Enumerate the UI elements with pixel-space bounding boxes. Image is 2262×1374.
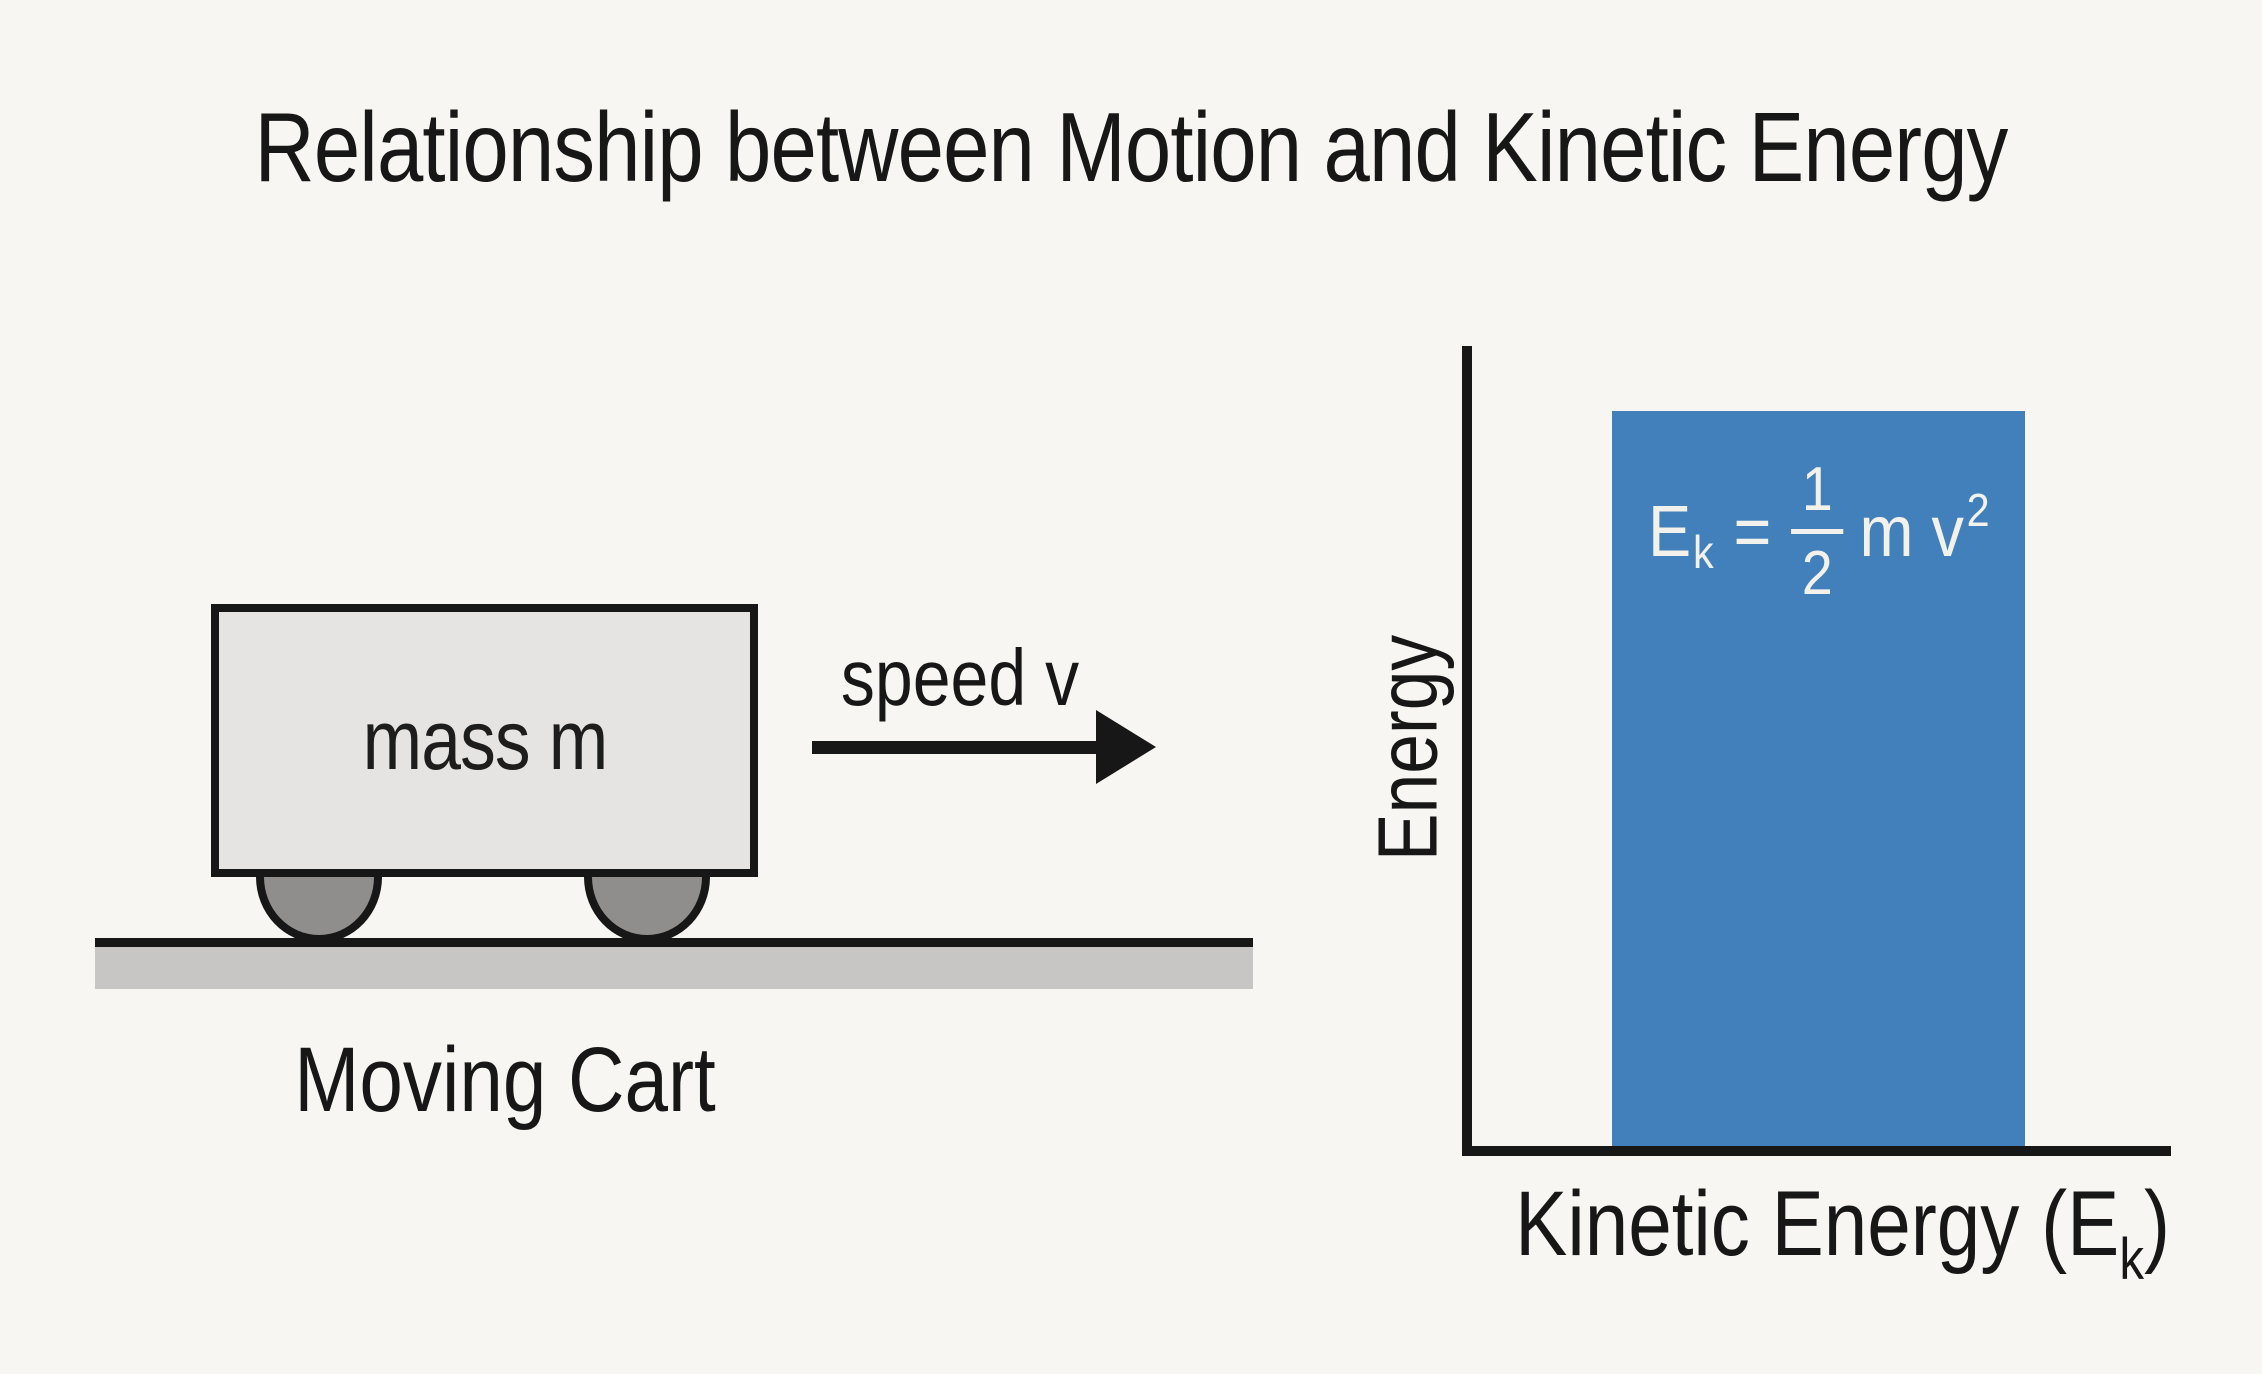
velocity-arrow-shaft [812, 741, 1104, 754]
cart-mass-label: mass m [362, 693, 608, 787]
ground-line [95, 938, 1253, 947]
velocity-arrow-head-icon [1096, 710, 1156, 784]
formula-energy-symbol: E [1647, 491, 1691, 572]
cart-wheel-left [256, 877, 382, 943]
speed-label: speed v [840, 633, 1080, 722]
formula-energy-subscript: k [1692, 525, 1714, 578]
fraction-numerator: 1 [1801, 455, 1833, 524]
kinetic-energy-formula: E k = 1 2 m v 2 [1648, 457, 1990, 606]
cart-wheel-right [584, 877, 710, 943]
x-axis-line [1462, 1146, 2171, 1156]
x-axis-label-prefix: Kinetic Energy (E [1515, 1173, 2120, 1275]
kinetic-energy-bar: E k = 1 2 m v 2 [1612, 411, 2025, 1146]
fraction-denominator: 2 [1801, 539, 1833, 609]
x-axis-label-suffix: ) [2143, 1173, 2171, 1275]
y-axis-label: Energy [1360, 634, 1455, 862]
fraction-one-half: 1 2 [1790, 455, 1844, 609]
formula-equals-sign: = [1733, 491, 1772, 572]
x-axis-label-subscript: k [2119, 1227, 2144, 1292]
x-axis-label: Kinetic Energy (Ek) [1515, 1172, 2170, 1292]
y-axis-line [1462, 346, 1472, 1156]
formula-velocity-symbol: v [1931, 491, 1964, 572]
cart-body: mass m [211, 604, 758, 877]
formula-mass-symbol: m [1859, 491, 1914, 572]
ground-surface [95, 947, 1253, 989]
figure-title: Relationship between Motion and Kinetic … [254, 92, 2009, 202]
formula-velocity-exponent: 2 [1966, 483, 1990, 536]
cart-caption: Moving Cart [294, 1029, 716, 1131]
fraction-bar [1790, 529, 1844, 535]
